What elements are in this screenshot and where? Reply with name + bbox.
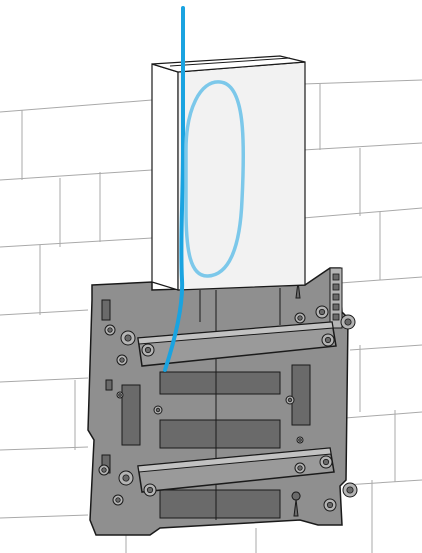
screw-head [324,336,332,344]
wall-line [0,309,89,316]
terminal-pin [332,313,340,321]
plate-panel [121,384,141,446]
wall-line [0,237,153,248]
screw-head [118,393,122,397]
screw-head [101,467,107,473]
screw-head [119,357,125,363]
plate-panel [159,419,281,449]
screw-head [344,318,352,326]
brick-wall [0,79,422,553]
upper-rail-lip [137,321,334,345]
wall-line [344,411,422,419]
cable-entry [163,6,185,372]
wall-line [0,169,153,181]
box-front-face [151,63,179,291]
keyhole-slot [291,491,301,517]
plate-slot [105,379,113,391]
screw-head [107,327,113,333]
plate-panel [159,371,281,395]
wall-line [349,344,422,351]
plate-slot [101,299,111,321]
cable-loop [184,80,246,278]
plate-panel [159,489,281,519]
screw-head [287,397,293,403]
screw-head [115,497,121,503]
screw-head [322,458,330,466]
wall-line [344,479,422,486]
screw-head [326,501,334,509]
lower-rail-lip [137,447,332,473]
screw-head [318,308,326,316]
din-rails [137,321,337,493]
wall-line [302,142,422,151]
plate-panel [291,364,311,426]
screw-head [146,486,154,494]
screw-head [297,315,303,321]
screw-head [144,346,152,354]
screw-group [98,273,358,512]
screw-head [122,474,130,482]
screw-head [346,486,354,494]
terminal-pin [332,293,340,301]
wall-line [0,377,89,383]
wall-line [302,79,422,85]
wall-line [0,446,89,451]
screw-head [124,334,132,342]
box-inner-edge [169,57,291,67]
screw-head [297,465,303,471]
terminal-pin [332,273,340,281]
terminal-pin [332,303,340,311]
cable-duct-box [151,55,306,291]
screw-head [155,407,161,413]
wall-line [302,207,422,219]
wall-line [0,514,89,519]
terminal-pin [332,283,340,291]
wall-line [339,276,422,284]
wall-line [0,99,153,113]
mounting-plate [87,267,349,536]
cable [163,6,246,372]
screw-head [298,438,302,442]
